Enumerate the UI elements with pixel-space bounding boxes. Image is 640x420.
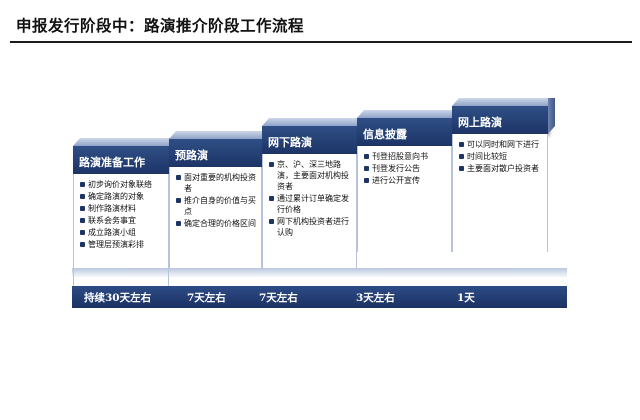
list-item: 推介自身的价值与买点 (176, 195, 257, 217)
stage-header: 信息披露 (357, 110, 459, 146)
stage-items: 可以同时和网下进行 时间比较短 主要面对散户投资者 (459, 139, 543, 174)
stage-title: 网下路演 (268, 136, 312, 149)
list-item: 刊登招股意向书 (364, 151, 447, 162)
list-item: 确定合理的价格区间 (176, 218, 257, 229)
stage-title: 网上路演 (458, 116, 502, 129)
stage-header: 预路演 (169, 131, 269, 167)
list-item: 主要面对散户投资者 (459, 163, 543, 174)
stage-header: 网上路演 (452, 98, 555, 134)
page-title: 申报发行阶段中：路演推介阶段工作流程 (16, 16, 305, 35)
list-item: 时间比较短 (459, 151, 543, 162)
stage-body: 刊登招股意向书 刊登发行公告 进行公开宣传 (357, 146, 452, 252)
list-item: 进行公开宣传 (364, 175, 447, 186)
stage-items: 初步询价对象联络 确定路演的对象 制作路演材料 联系会务事宜 成立路演小组 管理… (80, 179, 164, 250)
duration-label: 7天左右 (187, 292, 226, 304)
duration-bar (72, 286, 567, 308)
diagram-floor-shadow (72, 268, 567, 278)
list-item: 通过累计订单确定发行价格 (269, 193, 352, 215)
list-item: 确定路演的对象 (80, 191, 164, 202)
duration-label: 3天左右 (356, 292, 395, 304)
duration-label: 持续30天左右 (84, 292, 152, 304)
stage-body: 面对重要的机构投资者 推介自身的价值与买点 确定合理的价格区间 (169, 167, 262, 268)
list-item: 成立路演小组 (80, 227, 164, 238)
title-divider (10, 41, 632, 43)
stage-header: 网下路演 (262, 118, 364, 154)
list-item: 面对重要的机构投资者 (176, 172, 257, 194)
list-item: 制作路演材料 (80, 203, 164, 214)
stage-items: 刊登招股意向书 刊登发行公告 进行公开宣传 (364, 151, 447, 186)
stage-title: 路演准备工作 (79, 156, 145, 169)
stage-title: 预路演 (175, 149, 208, 162)
stage-title: 信息披露 (363, 128, 407, 141)
stage-items: 京、沪、深三地路演，主要面对机构投资者 通过累计订单确定发行价格 网下机构投资者… (269, 159, 352, 238)
stage-body: 可以同时和网下进行 时间比较短 主要面对散户投资者 (452, 134, 548, 252)
stage-body: 京、沪、深三地路演，主要面对机构投资者 通过累计订单确定发行价格 网下机构投资者… (262, 154, 357, 268)
stage-header: 路演准备工作 (73, 138, 176, 174)
list-item: 初步询价对象联络 (80, 179, 164, 190)
list-item: 可以同时和网下进行 (459, 139, 543, 150)
list-item: 管理层预演彩排 (80, 239, 164, 250)
list-item: 京、沪、深三地路演，主要面对机构投资者 (269, 159, 352, 192)
list-item: 网下机构投资者进行认购 (269, 216, 352, 238)
list-item: 刊登发行公告 (364, 163, 447, 174)
list-item: 联系会务事宜 (80, 215, 164, 226)
duration-label: 7天左右 (259, 292, 298, 304)
stage-items: 面对重要的机构投资者 推介自身的价值与买点 确定合理的价格区间 (176, 172, 257, 229)
duration-label: 1天 (457, 292, 475, 304)
